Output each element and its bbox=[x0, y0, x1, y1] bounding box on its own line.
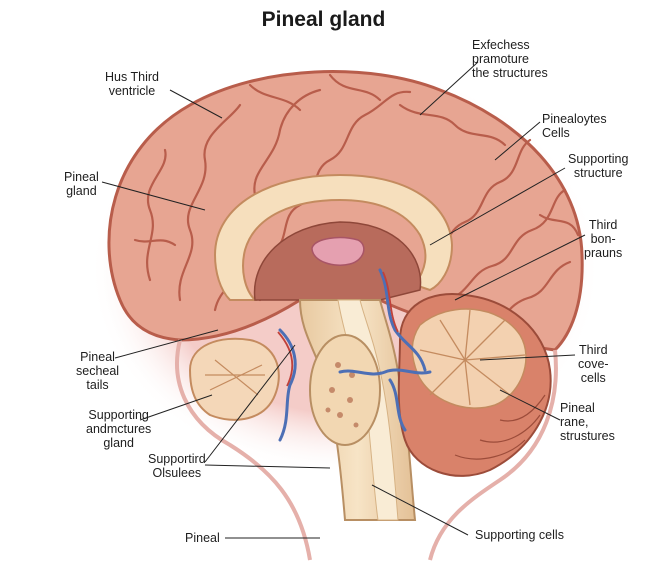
label-top-right: Exfechess pramoture the structures bbox=[472, 38, 548, 80]
arbor-branches bbox=[419, 309, 526, 406]
label-supporting-structure: Supporting structure bbox=[568, 152, 629, 180]
diagram-title: Pineal gland bbox=[261, 8, 386, 31]
label-pineal-secheal: Pineal secheal tails bbox=[76, 350, 120, 392]
label-supporting-cells: Supporting cells bbox=[475, 528, 564, 542]
leader-lines bbox=[101, 61, 586, 539]
label-supportird: Supportird Olsulees bbox=[148, 452, 206, 480]
blood-vessels bbox=[278, 268, 432, 442]
left-lobe-lines bbox=[205, 359, 265, 396]
label-pineal-gland: Pineal gland bbox=[64, 170, 99, 198]
label-third-ventricle: Hus Third ventricle bbox=[105, 70, 159, 98]
pineal-body bbox=[311, 236, 365, 266]
neck-outline-right bbox=[428, 349, 558, 561]
arbor-vitae bbox=[411, 308, 527, 409]
label-third-bon: Third bon- prauns bbox=[584, 218, 623, 260]
label-supporting-andmctures: Supporting andmctures gland bbox=[86, 408, 152, 450]
corpus-callosum bbox=[213, 173, 454, 301]
cerebellum-folia bbox=[454, 394, 546, 460]
left-lobe bbox=[188, 337, 280, 421]
pons-dots bbox=[325, 362, 359, 428]
label-pineal-rane: Pineal rane, strustures bbox=[560, 401, 615, 443]
label-third-cove: Third cove- cells bbox=[578, 343, 609, 385]
label-pineal-bottom: Pineal bbox=[185, 531, 220, 545]
red-vessels bbox=[277, 271, 399, 387]
neck-outline bbox=[175, 339, 312, 561]
pons bbox=[309, 334, 381, 446]
label-pinealocytes: Pinealoytes Cells bbox=[542, 112, 607, 140]
